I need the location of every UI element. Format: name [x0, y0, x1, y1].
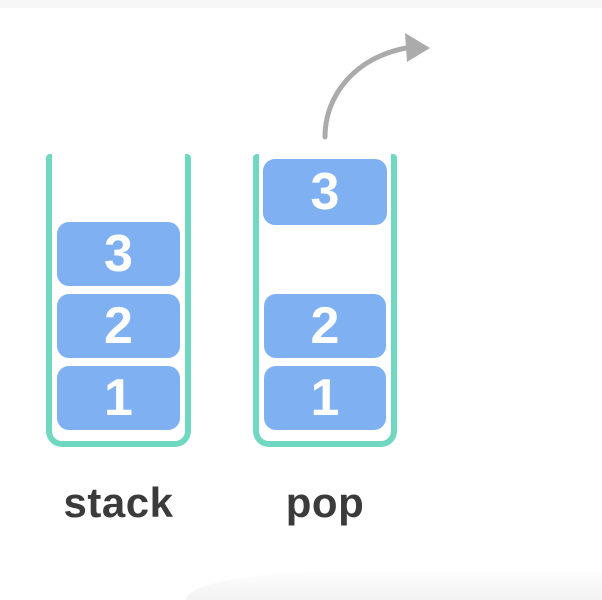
bottom-card-edge — [186, 572, 602, 600]
stack-block-bottom: 1 — [57, 366, 180, 430]
pop-label: pop — [285, 479, 365, 526]
stack-container: 3 2 1 — [46, 154, 191, 447]
pop-container-inner: 2 1 — [259, 154, 391, 441]
stack-label: stack — [63, 479, 174, 526]
popped-block: 3 — [263, 159, 387, 225]
stack-container-inner: 3 2 1 — [52, 154, 185, 441]
stack-block-middle: 2 — [57, 294, 180, 358]
pop-block-middle: 2 — [264, 294, 386, 358]
pop-container: 3 2 1 — [253, 154, 397, 447]
stack-block-top: 3 — [57, 222, 180, 286]
top-texture-band — [0, 0, 602, 8]
pop-block-bottom: 1 — [264, 366, 386, 430]
